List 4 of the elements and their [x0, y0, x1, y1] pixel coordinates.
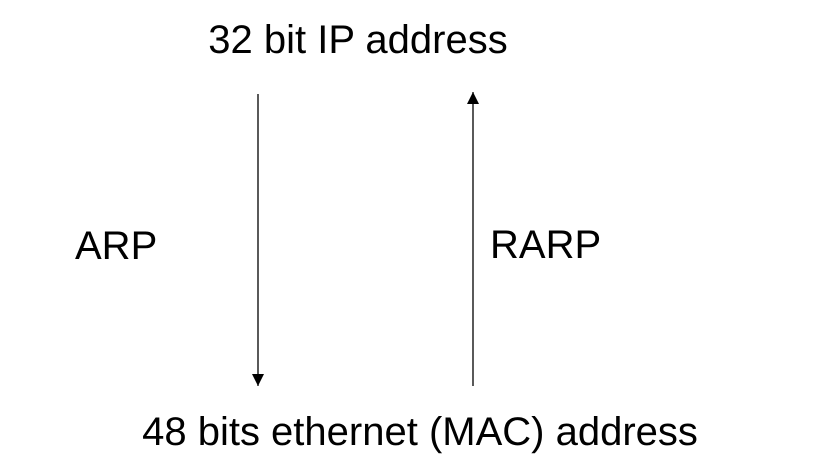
address-text: 32 bit IP address	[208, 16, 508, 64]
arrow	[467, 92, 479, 386]
address-text: 48 bits ethernet (MAC) address	[142, 408, 698, 456]
arrow	[252, 94, 264, 386]
